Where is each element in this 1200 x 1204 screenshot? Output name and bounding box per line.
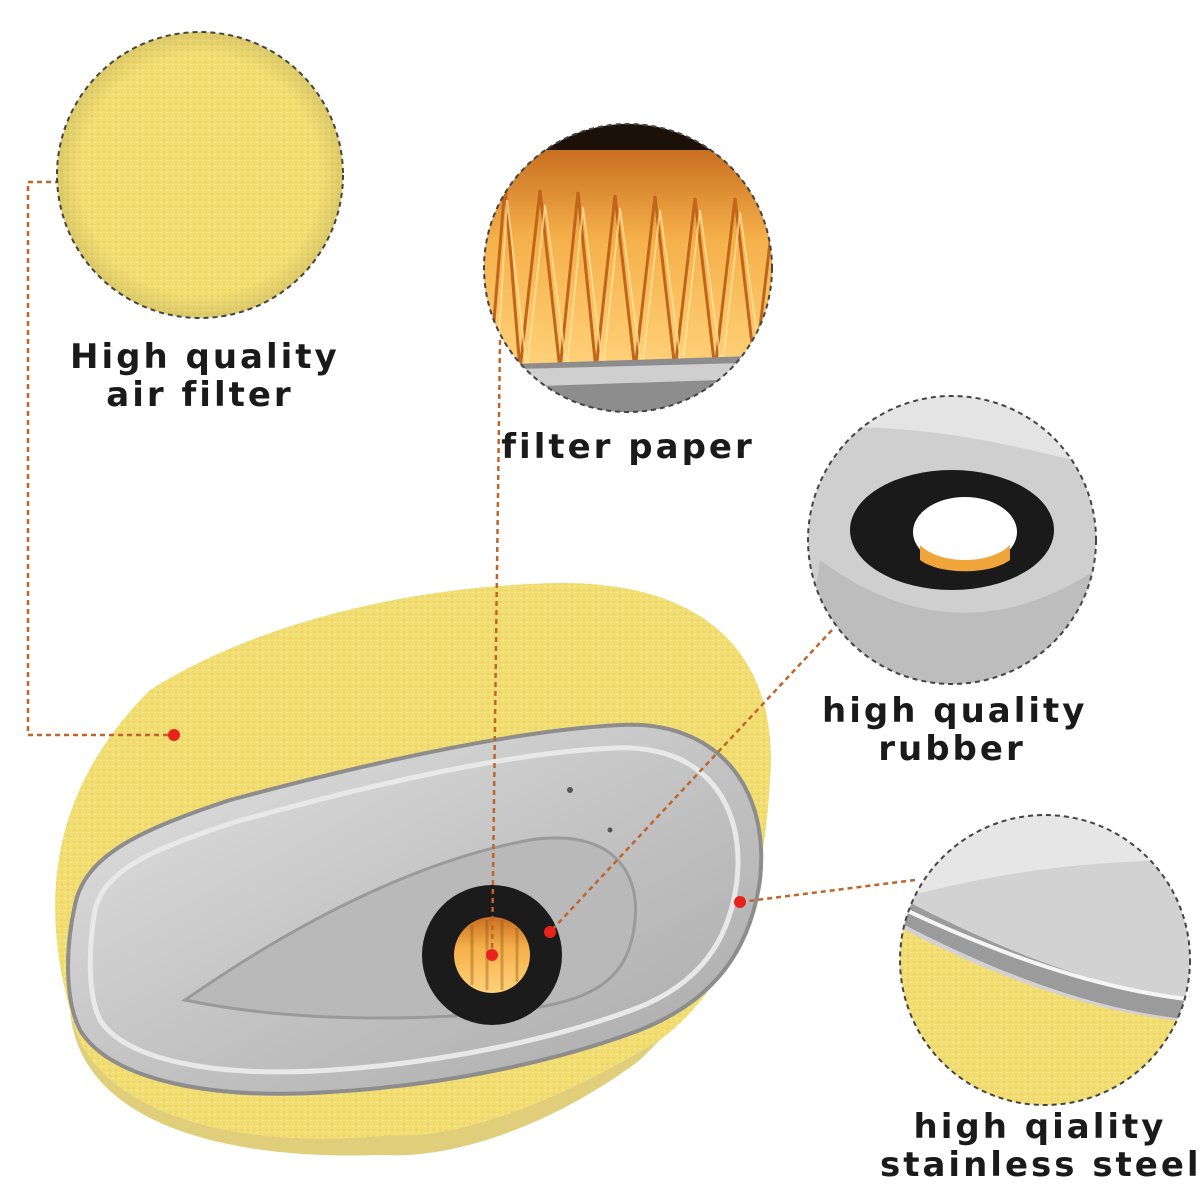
leader-line-rubber xyxy=(549,629,833,933)
label-line: stainless steel xyxy=(880,1145,1200,1185)
marker-dot-air-filter xyxy=(168,729,180,741)
leader-line-steel xyxy=(739,878,916,904)
label-line: filter paper xyxy=(501,427,755,467)
pleat-folds xyxy=(488,184,772,371)
plate-dimple xyxy=(567,787,573,793)
marker-dot-rubber xyxy=(544,926,556,938)
leader-line-air-filter xyxy=(26,180,172,737)
zoom-circle-filter-paper xyxy=(483,123,773,413)
label-steel: high qiality stainless steel xyxy=(880,1108,1200,1184)
steel-rim xyxy=(87,745,741,1075)
label-line: rubber xyxy=(878,729,1026,769)
plate-dimple xyxy=(607,827,613,833)
label-line: air filter xyxy=(106,375,294,415)
marker-dot-steel xyxy=(734,896,746,908)
zoom-circle-rubber xyxy=(807,395,1097,685)
leader-line-filter-paper xyxy=(490,339,502,956)
label-air-filter: High quality air filter xyxy=(70,337,340,415)
label-line: high quality xyxy=(822,691,1088,731)
zoom-circle-air-filter xyxy=(56,31,344,319)
label-rubber: high quality rubber xyxy=(822,691,1088,769)
label-line: High quality xyxy=(70,337,340,377)
foam-shadow xyxy=(70,1010,660,1156)
leader-lines xyxy=(26,180,916,956)
zoom-circle-steel xyxy=(899,814,1191,1106)
label-filter-paper: filter paper xyxy=(498,428,758,466)
air-filter-product xyxy=(55,582,771,1156)
marker-dots xyxy=(168,729,746,961)
label-line: high qiality xyxy=(913,1107,1167,1147)
marker-dot-filter-paper xyxy=(486,949,498,961)
